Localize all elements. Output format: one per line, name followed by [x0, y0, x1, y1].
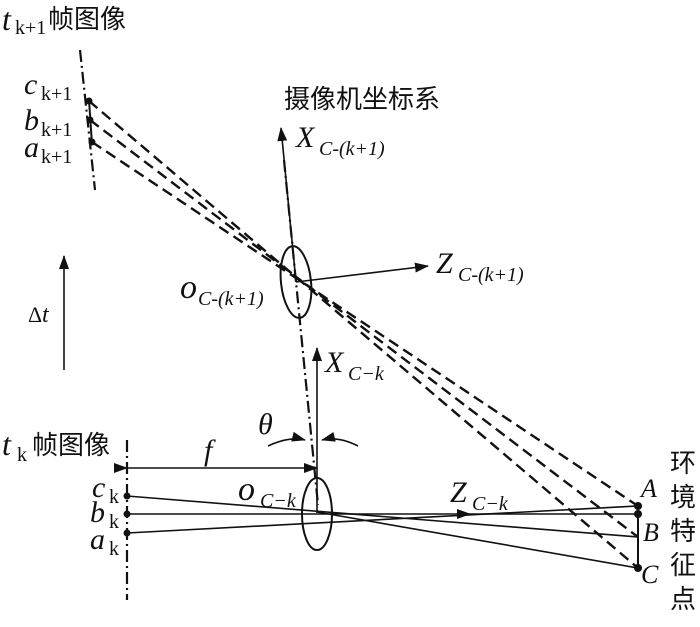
lower-lens: [301, 477, 333, 551]
svg-text:点: 点: [670, 585, 696, 615]
camera-coordinate-title: 摄像机坐标系: [284, 85, 440, 115]
time-step-label: Δ t: [28, 302, 50, 328]
upper-image-point-a: a k+1: [24, 131, 72, 168]
ray-c-upper: [88, 100, 639, 569]
svg-text:c: c: [24, 68, 37, 101]
optical-axis-line: [282, 159, 320, 506]
ray-c-lower: [316, 511, 639, 569]
svg-text:C−k: C−k: [472, 493, 509, 515]
lower-frame-suffix: 帧图像: [32, 431, 110, 461]
world-point-a-dot: [634, 502, 642, 510]
svg-text:Z: Z: [436, 247, 453, 280]
lower-image-point-b: b k: [90, 496, 119, 533]
upper-image-point-b: b k+1: [24, 104, 72, 141]
world-point-c-label: C: [641, 560, 659, 589]
svg-text:c: c: [92, 471, 105, 504]
upper-frame-suffix: 帧图像: [48, 5, 126, 35]
svg-text:特: 特: [670, 517, 696, 547]
upper-frame-t: t: [2, 1, 12, 37]
svg-text:o: o: [238, 471, 255, 508]
world-point-b-label: B: [643, 518, 659, 547]
svg-text:C−k: C−k: [260, 490, 297, 512]
upper-image-point-c: c k+1: [24, 68, 72, 105]
svg-text:k: k: [109, 538, 119, 560]
focal-length-label: f: [204, 434, 216, 467]
svg-text:b: b: [24, 104, 39, 137]
lower-z-axis-label: Z C−k: [450, 476, 509, 515]
ray-c-lower-a: [126, 495, 639, 538]
world-point-b-dot: [634, 510, 642, 518]
svg-text:Z: Z: [450, 476, 467, 509]
svg-text:k: k: [109, 511, 119, 533]
lower-image-point-c: c k: [92, 471, 119, 508]
upper-z-axis: [295, 262, 429, 283]
svg-text:X: X: [324, 346, 345, 379]
svg-text:环: 环: [670, 449, 696, 479]
lower-origin-label: o C−k: [238, 471, 297, 512]
ray-a-upper: [91, 141, 639, 507]
upper-x-axis-label: X C-(k+1): [295, 121, 385, 160]
svg-text:C-(k+1): C-(k+1): [458, 264, 524, 286]
lower-frame-t: t: [2, 426, 12, 462]
lower-x-axis-label: X C−k: [324, 346, 385, 385]
svg-text:征: 征: [670, 551, 696, 581]
svg-text:C-(k+1): C-(k+1): [198, 288, 264, 310]
world-point-c-dot: [634, 564, 642, 572]
theta-arc-left: [267, 431, 306, 447]
ray-b-upper: [89, 119, 639, 538]
svg-text:k+1: k+1: [41, 146, 72, 168]
svg-text:t: t: [42, 302, 50, 328]
world-feature-label: 环 境 特 征 点: [670, 449, 696, 615]
theta-label: θ: [258, 408, 273, 441]
svg-text:o: o: [180, 269, 197, 306]
svg-text:a: a: [90, 523, 105, 556]
svg-text:X: X: [295, 121, 316, 154]
svg-text:b: b: [90, 496, 105, 529]
svg-text:a: a: [24, 131, 39, 164]
lower-image-point-a: a k: [90, 523, 119, 560]
svg-text:k+1: k+1: [41, 83, 72, 105]
ray-a-lower: [126, 505, 639, 534]
upper-origin-label: o C-(k+1): [180, 269, 264, 310]
svg-text:k: k: [109, 486, 119, 508]
upper-z-axis-label: Z C-(k+1): [436, 247, 524, 286]
svg-text:k+1: k+1: [41, 119, 72, 141]
lower-frame-sub: k: [17, 444, 27, 466]
svg-text:境: 境: [670, 483, 696, 513]
svg-text:C−k: C−k: [348, 363, 385, 385]
svg-text:Δ: Δ: [28, 302, 42, 327]
svg-text:C-(k+1): C-(k+1): [319, 138, 385, 160]
upper-frame-sub: k+1: [15, 17, 46, 39]
world-point-a-label: A: [639, 474, 657, 503]
theta-arc-right: [321, 432, 359, 447]
